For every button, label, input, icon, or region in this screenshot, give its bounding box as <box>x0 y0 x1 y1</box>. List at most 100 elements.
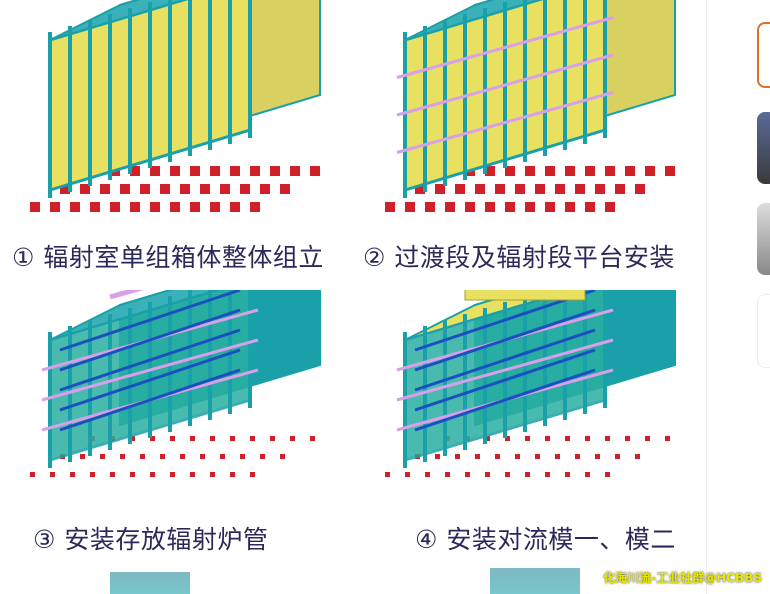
footing <box>170 202 180 212</box>
footing <box>485 472 490 477</box>
footing <box>260 454 265 459</box>
footing <box>220 454 225 459</box>
related-thumbnail-1[interactable] <box>757 22 770 88</box>
footing <box>130 166 140 176</box>
footing <box>70 472 75 477</box>
footing <box>645 166 655 176</box>
furnace-tube <box>59 348 241 412</box>
footing <box>310 166 320 176</box>
footing <box>505 436 510 441</box>
furnace-tube <box>414 368 596 432</box>
footing <box>475 454 480 459</box>
next-diagram-partial <box>490 568 580 594</box>
footing <box>505 472 510 477</box>
footing <box>240 184 250 194</box>
structure-diagram <box>385 290 676 477</box>
platform <box>396 338 614 402</box>
footing <box>190 472 195 477</box>
footing <box>270 436 275 441</box>
footing <box>250 202 260 212</box>
footing <box>635 184 645 194</box>
footing <box>515 184 525 194</box>
platform <box>396 91 614 154</box>
footing <box>270 166 280 176</box>
footing <box>665 436 670 441</box>
related-thumbnail-2[interactable] <box>757 112 770 184</box>
footing <box>260 184 270 194</box>
footing <box>30 472 35 477</box>
footing <box>130 202 140 212</box>
diagram-panel-4 <box>360 290 710 510</box>
footing <box>110 202 120 212</box>
footing <box>230 202 240 212</box>
footing <box>585 166 595 176</box>
article-content: ① 辐射室单组箱体整体组立 ② 过渡段及辐射段平台安装 ③ 安装存放辐射炉管 ④… <box>5 0 710 594</box>
footing <box>180 454 185 459</box>
footing <box>280 184 290 194</box>
footing <box>635 454 640 459</box>
footing <box>485 436 490 441</box>
platform <box>396 16 614 79</box>
footing <box>405 472 410 477</box>
footing <box>210 472 215 477</box>
footing <box>250 472 255 477</box>
related-thumbnail-4[interactable] <box>757 294 770 368</box>
footing <box>50 472 55 477</box>
footing <box>545 436 550 441</box>
footing <box>585 436 590 441</box>
next-diagram-partial <box>110 572 190 594</box>
caption-2: ② 过渡段及辐射段平台安装 <box>363 243 675 272</box>
footing <box>625 166 635 176</box>
footing <box>100 184 110 194</box>
structure-diagram <box>30 290 321 477</box>
footing <box>250 166 260 176</box>
footing <box>150 436 155 441</box>
footing <box>535 454 540 459</box>
footing <box>140 454 145 459</box>
footing <box>495 454 500 459</box>
structure-diagram <box>30 0 321 212</box>
diagram-panel-1 <box>5 0 355 230</box>
footing <box>100 454 105 459</box>
footing <box>30 202 40 212</box>
footing <box>150 472 155 477</box>
footing <box>220 184 230 194</box>
furnace-tube <box>414 348 596 412</box>
footing <box>405 202 415 212</box>
footing <box>110 472 115 477</box>
footing <box>545 166 555 176</box>
footing <box>150 166 160 176</box>
footing <box>160 454 165 459</box>
footing <box>605 166 615 176</box>
caption-4: ④ 安装对流模一、模二 <box>415 525 676 554</box>
footing <box>595 454 600 459</box>
footing <box>445 202 455 212</box>
watermark: 化海川流-工业社群@HCBBS <box>603 571 762 585</box>
footing <box>120 184 130 194</box>
footing <box>210 166 220 176</box>
footing <box>140 184 150 194</box>
footing <box>290 436 295 441</box>
footing <box>210 202 220 212</box>
footing <box>435 454 440 459</box>
furnace-tube <box>59 290 241 352</box>
footing <box>445 472 450 477</box>
footing <box>385 472 390 477</box>
footing <box>150 202 160 212</box>
footing <box>70 202 80 212</box>
convection-module <box>464 290 586 301</box>
footing <box>475 184 485 194</box>
footing <box>485 202 495 212</box>
footing <box>240 454 245 459</box>
footing <box>605 472 610 477</box>
related-thumbnail-3[interactable] <box>757 203 770 275</box>
footing <box>625 436 630 441</box>
footing <box>565 472 570 477</box>
footing <box>525 436 530 441</box>
footing <box>565 166 575 176</box>
footing <box>615 184 625 194</box>
footing <box>565 436 570 441</box>
footing <box>190 436 195 441</box>
caption-1: ① 辐射室单组箱体整体组立 <box>12 243 324 272</box>
footing <box>80 454 85 459</box>
